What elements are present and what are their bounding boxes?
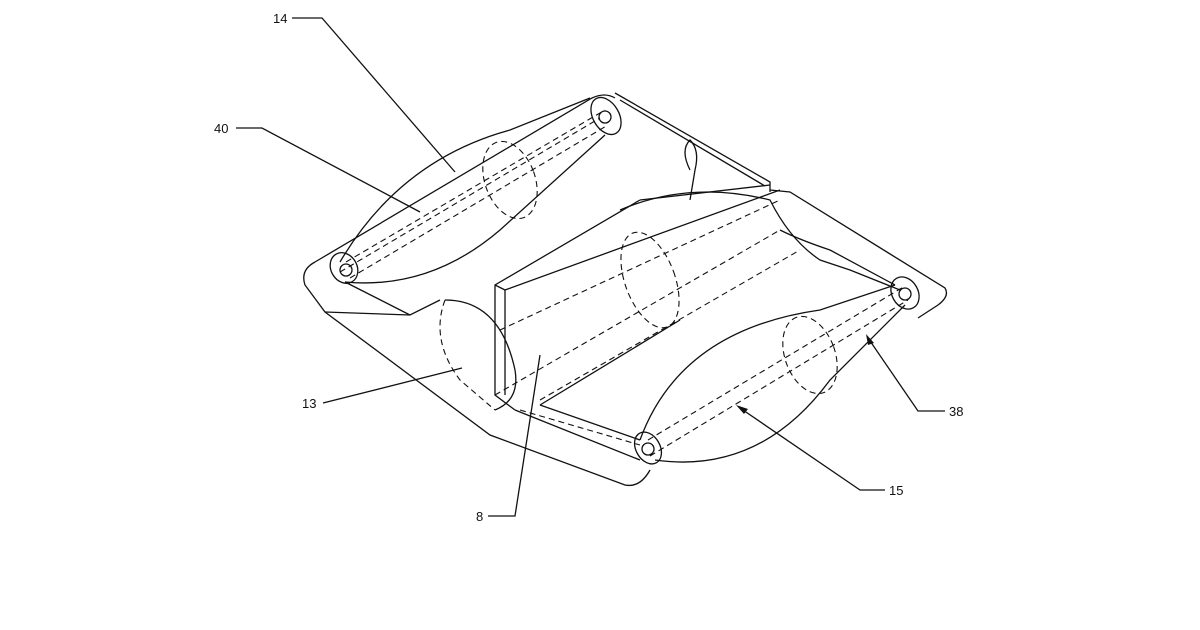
leader-lines: [236, 17, 945, 517]
ref-label-13: 13: [302, 396, 316, 411]
ref-label-15: 15: [889, 483, 903, 498]
middle-roller: [439, 199, 801, 411]
ref-label-8: 8: [476, 509, 483, 524]
lower-spindle: [519, 276, 920, 465]
ref-label-14: 14: [273, 11, 287, 26]
upper-spindle: [329, 96, 622, 284]
frame-outline: [303, 92, 948, 487]
ref-label-38: 38: [949, 404, 963, 419]
ref-label-40: 40: [214, 121, 228, 136]
